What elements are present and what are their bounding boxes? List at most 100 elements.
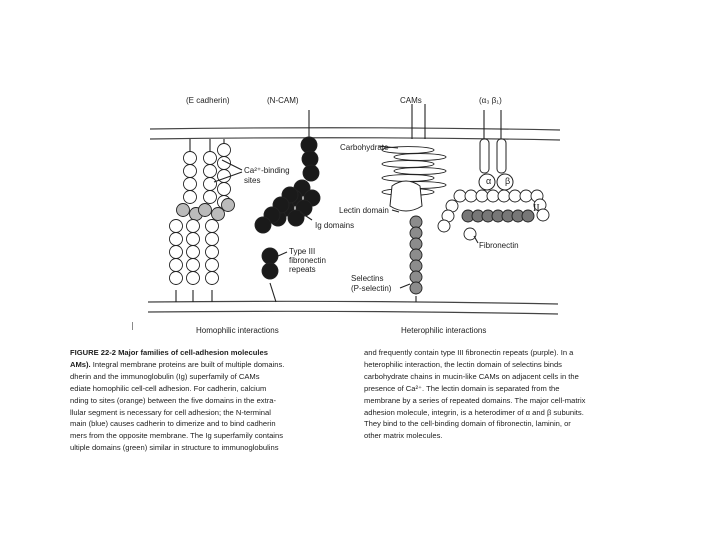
ncam-fibronectin-repeat <box>261 262 279 280</box>
upper-membrane <box>149 127 561 141</box>
cadherin-domain <box>205 232 219 246</box>
cadherin-domain <box>217 143 231 157</box>
caption-line: llular segment is necessary for cell adh… <box>70 407 271 417</box>
scan-artifact <box>132 322 133 330</box>
carbohydrate-chain <box>393 153 447 161</box>
type3-label-3: repeats <box>289 265 316 274</box>
ncam-stalk <box>269 282 277 303</box>
label-pointer <box>391 209 400 213</box>
caption-line: ultiple domains (green) similar in struc… <box>70 443 279 453</box>
label-pointer <box>277 251 288 257</box>
fibronectin-repeat <box>519 189 533 203</box>
selectins-label-2: (P-selectin) <box>351 284 392 293</box>
fibronectin-repeat <box>521 209 535 223</box>
fibronectin-repeat <box>497 189 511 203</box>
caption-first-rest: Integral membrane proteins are built of … <box>90 359 285 369</box>
carbohydrate-label: Carbohydrate <box>340 143 389 152</box>
cadherin-domain <box>205 258 219 272</box>
ecadherin-label: (E cadherin) <box>186 96 230 105</box>
cadherin-domain <box>169 258 183 272</box>
ncam-ig-domain <box>302 164 320 182</box>
fibronectin-repeat <box>486 189 500 203</box>
ncam-fibronectin-repeat <box>261 247 279 265</box>
caption-line: AMs). Integral membrane proteins are bui… <box>70 359 360 371</box>
cadherin-terminal-domain <box>221 198 235 212</box>
cadherin-terminal-domain <box>211 207 225 221</box>
type3-label-2: fibronectin <box>289 256 326 265</box>
carbohydrate-chain <box>381 174 435 182</box>
type3-label-1: Type III <box>289 247 316 256</box>
ncam-ig-domain <box>301 150 319 168</box>
cams-label: CAMs <box>400 96 422 105</box>
fibronectin-repeat <box>464 189 478 203</box>
homophilic-label: Homophilic interactions <box>196 326 279 335</box>
ig-domains-label: Ig domains <box>315 221 355 230</box>
cadherin-domain <box>205 271 219 285</box>
cadherin-domain <box>183 190 197 204</box>
fibronectin-repeat <box>508 189 522 203</box>
caption-line: and frequently contain type III fibronec… <box>364 348 574 357</box>
cadherin-domain <box>203 164 217 178</box>
caption-line: presence of Ca²⁺. The lectin domain is s… <box>364 383 560 393</box>
integrin-alpha-subunit <box>479 138 490 174</box>
ncam-ig-domain <box>300 136 318 154</box>
cadherin-domain <box>169 245 183 259</box>
ncam-ig-domain <box>287 209 305 227</box>
caption-title: FIGURE 22-2 Major families of cell-adhes… <box>70 348 268 357</box>
cadherin-terminal-domain <box>198 203 212 217</box>
selectins-label-1: Selectins <box>351 274 384 283</box>
ca-binding-label-1: Ca²⁺-binding <box>244 166 290 175</box>
cadherin-domain <box>205 245 219 259</box>
label-pointer <box>213 171 243 183</box>
lectin-domain <box>389 180 423 212</box>
fibronectin-repeat <box>475 189 489 203</box>
caption-line: mers from the opposite membrane. The Ig … <box>70 431 284 441</box>
caption-line: ediate homophilic cell-cell adhesion. Fo… <box>70 383 267 393</box>
cadherin-domain <box>203 177 217 191</box>
caption-right-column: and frequently contain type III fibronec… <box>364 347 664 442</box>
domain-mark-label: II <box>533 203 540 214</box>
caption-line: main (blue) causes cadherin to dimerize … <box>70 419 276 429</box>
fibronectin-repeat <box>453 189 467 203</box>
carbohydrate-chain <box>393 167 447 175</box>
cadherin-domain <box>203 190 217 204</box>
label-pointer <box>399 283 411 289</box>
caption-line: membrane by a series of repeated domains… <box>364 395 586 405</box>
cadherin-domain <box>169 232 183 246</box>
fibronectin-repeat <box>437 219 451 233</box>
label-pointer <box>473 235 479 244</box>
ncam-label: (N-CAM) <box>267 96 299 105</box>
caption-line: other matrix molecules. <box>364 431 443 441</box>
integrin-label: (α₃ β₁) <box>479 96 502 105</box>
label-pointer <box>299 211 313 221</box>
cadherin-domain <box>186 271 200 285</box>
cadherin-terminal-domain <box>176 203 190 217</box>
selectin-repeat-domain <box>409 215 423 229</box>
selectin-repeat-domain <box>409 237 423 251</box>
carbohydrate-chain <box>381 160 435 168</box>
fibronectin-repeat <box>536 208 550 222</box>
beta-subunit-label: β <box>505 176 511 186</box>
cadherin-domain <box>169 219 183 233</box>
label-pointer <box>377 145 399 149</box>
integrin-beta-subunit <box>496 138 507 174</box>
cadherin-domain <box>217 182 231 196</box>
selectin-repeat-domain <box>409 226 423 240</box>
lower-membrane <box>147 300 559 315</box>
cadherin-domain <box>186 219 200 233</box>
caption-line: adhesion molecule, integrin, is a hetero… <box>364 407 584 417</box>
carbohydrate-chain <box>381 146 435 154</box>
heterophilic-label: Heterophilic interactions <box>401 326 487 335</box>
selectin-repeat-domain <box>409 248 423 262</box>
ca-binding-label-2: sites <box>244 176 261 185</box>
cadherin-domain <box>183 164 197 178</box>
selectin-repeat-domain <box>409 281 423 295</box>
caption-line: carbohydrate chains in mucin-like CAMs o… <box>364 371 579 381</box>
cadherin-domain <box>183 177 197 191</box>
cadherin-domain <box>186 258 200 272</box>
caption-line: nding to sites (orange) between the five… <box>70 395 276 405</box>
selectin-repeat-domain <box>409 259 423 273</box>
fibronectin-repeat <box>463 227 477 241</box>
selectin-repeat-domain <box>409 270 423 284</box>
